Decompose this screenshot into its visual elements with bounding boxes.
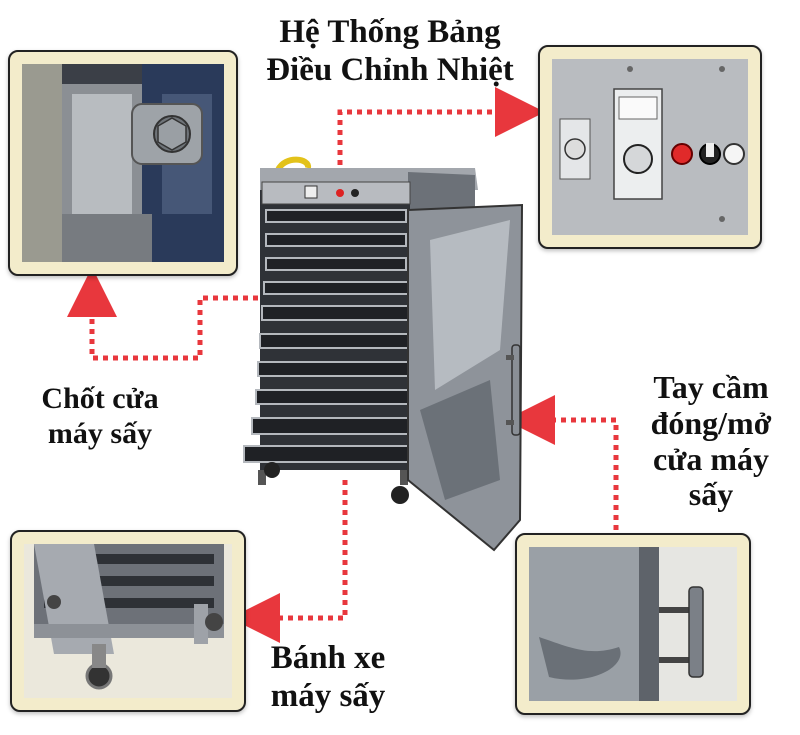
label-control-panel-line1: Hệ Thống Bảng: [279, 14, 501, 50]
card-door-latch-photo: [8, 50, 238, 276]
label-handle-line4: sấy: [688, 476, 734, 513]
label-control-panel: Hệ Thống Bảng Điều Chỉnh Nhiệt: [245, 14, 535, 90]
label-control-panel-line2: Điều Chỉnh Nhiệt: [266, 51, 514, 88]
label-handle-line1: Tay cầm: [653, 369, 769, 405]
power-cord: [275, 156, 311, 172]
label-door-latch: Chốt cửa máy sấy: [20, 382, 180, 451]
card-handle-photo: [515, 533, 751, 715]
photo-handle: [529, 547, 737, 701]
card-control-panel-photo: [538, 45, 762, 249]
label-handle-line3: cửa máy: [652, 440, 770, 477]
control-indicator-icon: [336, 189, 344, 197]
label-door-latch-line2: máy sấy: [47, 416, 153, 450]
label-wheels: Bánh xe máy sấy: [248, 640, 408, 716]
door-handle: [511, 344, 521, 436]
photo-door-latch: [22, 64, 224, 262]
photo-control-panel: [552, 59, 748, 235]
wheel-left-icon: [264, 462, 280, 478]
label-door-latch-line1: Chốt cửa: [41, 382, 159, 415]
card-wheels-photo: [10, 530, 246, 712]
wheel-right-icon: [391, 486, 409, 504]
label-handle-line2: đóng/mở: [650, 404, 772, 441]
label-handle: Tay cầm đóng/mở cửa máy sấy: [622, 369, 800, 513]
dryer-cabinet: [230, 150, 540, 560]
label-wheels-line1: Bánh xe: [270, 640, 386, 676]
photo-wheels: [24, 544, 232, 698]
label-wheels-line2: máy sấy: [270, 677, 386, 714]
arrow-handle: [505, 395, 619, 530]
